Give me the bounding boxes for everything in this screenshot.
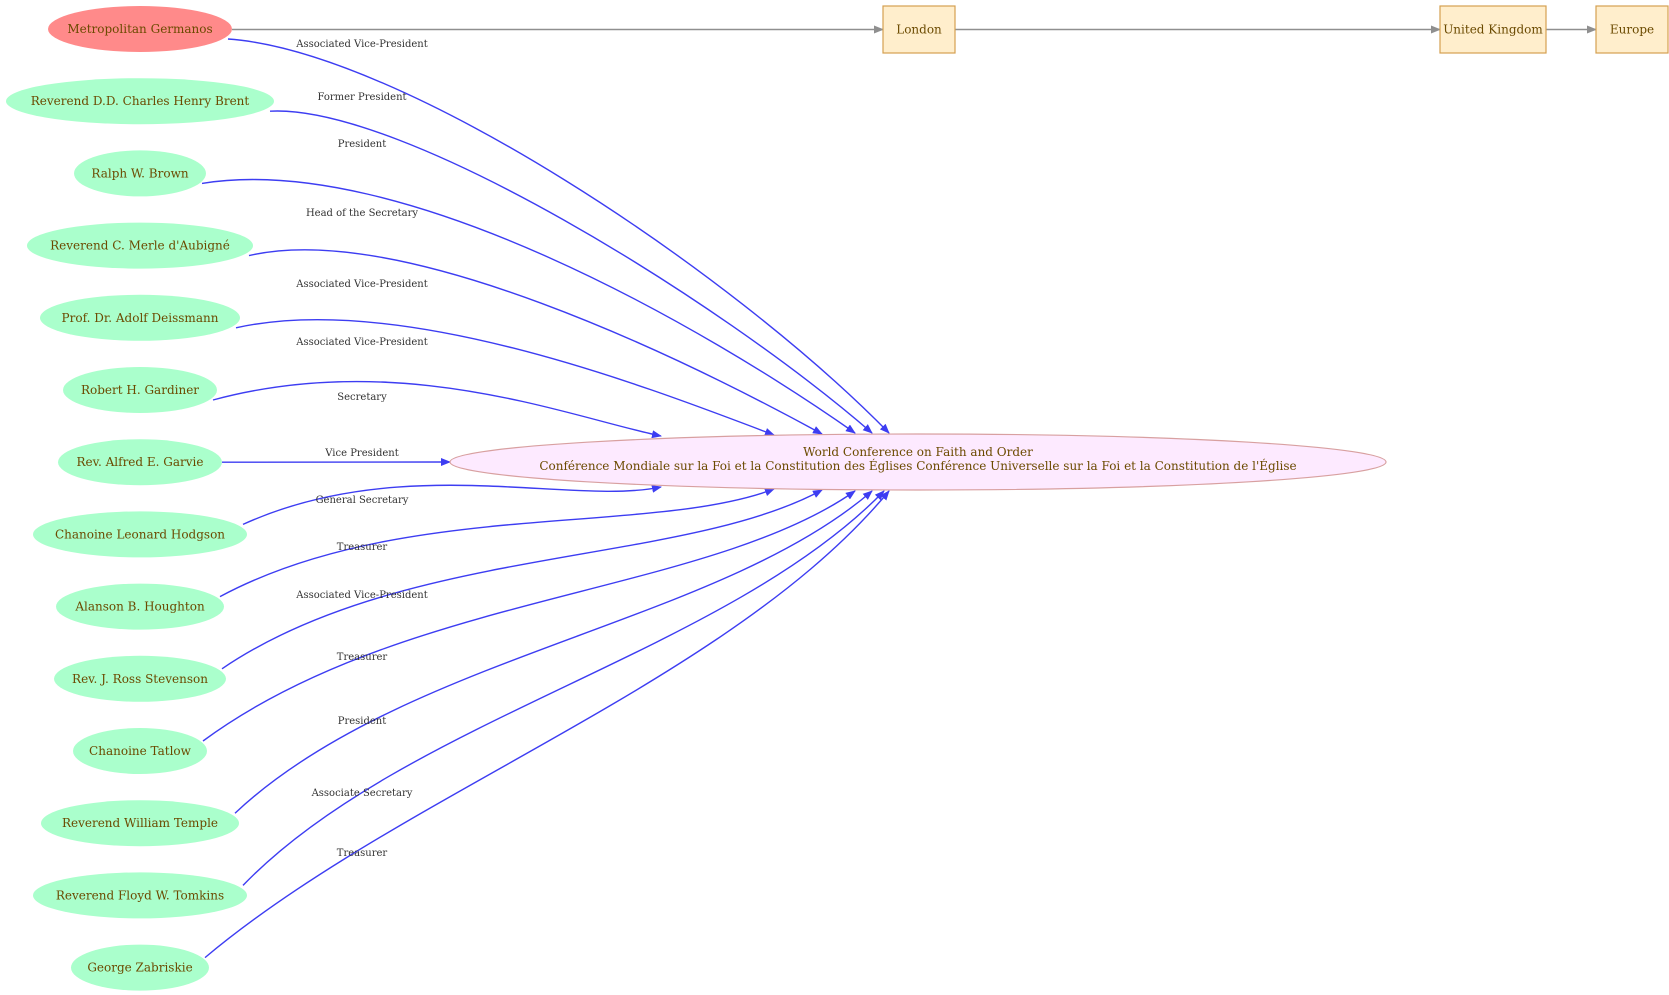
edge-label-chanoine-tatlow: Associated Vice-President [295, 590, 427, 601]
edge-prof-dr-adolf-deissmann [235, 319, 775, 436]
organization-name-line2: Conférence Mondiale sur la Foi et la Con… [539, 458, 1296, 473]
person-node-rev-j-ross-stevenson[interactable]: Rev. J. Ross Stevenson [54, 655, 226, 702]
person-node-reverend-c-merle-d-aubigne[interactable]: Reverend C. Merle d'Aubigné [27, 222, 253, 269]
edge-label-rev-alfred-e-garvie: Secretary [337, 392, 387, 403]
place-box [882, 5, 956, 54]
person-node-george-zabriskie[interactable]: George Zabriskie [71, 944, 209, 991]
person-ellipse [40, 294, 240, 341]
edge-label-robert-h-gardiner: Associated Vice-President [295, 337, 427, 348]
edge-label-reverend-c-merle-d-aubigne: Head of the Secretary [306, 208, 418, 219]
person-node-chanoine-leonard-hodgson[interactable]: Chanoine Leonard Hodgson [33, 511, 247, 558]
person-ellipse [73, 728, 207, 774]
person-node-chanoine-tatlow[interactable]: Chanoine Tatlow [73, 728, 207, 774]
person-ellipse [41, 800, 239, 847]
person-name: George Zabriskie [87, 961, 192, 975]
edge-reverend-c-merle-d-aubigne [248, 249, 823, 435]
person-ellipse [58, 439, 222, 486]
person-name: Reverend Floyd W. Tomkins [56, 888, 224, 902]
organization-node[interactable]: World Conference on Faith and OrderConfé… [449, 433, 1387, 491]
person-ellipse [56, 583, 224, 630]
edge-label-rev-j-ross-stevenson: Treasurer [337, 542, 388, 553]
edge-label-extra: Treasurer [337, 848, 388, 859]
organization-name-line1: World Conference on Faith and Order [803, 445, 1033, 459]
person-node-reverend-d-d-charles-henry-brent[interactable]: Reverend D.D. Charles Henry Brent [6, 78, 274, 125]
edge-label-alanson-b-houghton: General Secretary [316, 495, 409, 506]
edge-metropolitan-germanos [227, 38, 890, 434]
place-node-london[interactable]: London [882, 5, 956, 54]
edge-george-zabriskie [204, 490, 890, 959]
person-node-rev-alfred-e-garvie[interactable]: Rev. Alfred E. Garvie [58, 439, 222, 486]
place-name: United Kingdom [1443, 23, 1543, 37]
person-name: Ralph W. Brown [91, 166, 188, 180]
person-ellipse [33, 872, 247, 919]
place-box [1439, 5, 1547, 54]
edge-chanoine-leonard-hodgson [242, 484, 662, 526]
edge-label-reverend-d-d-charles-henry-brent: Former President [317, 92, 406, 103]
place-box [1595, 5, 1669, 54]
person-name: Metropolitan Germanos [67, 22, 212, 36]
edge-ralph-w-brown [201, 178, 856, 434]
edge-robert-h-gardiner [212, 380, 662, 439]
edge-rev-j-ross-stevenson [221, 489, 823, 670]
person-ellipse [6, 78, 274, 125]
edges-layer [201, 25, 1597, 959]
person-node-reverend-floyd-w-tomkins[interactable]: Reverend Floyd W. Tomkins [33, 872, 247, 919]
person-name: Robert H. Gardiner [81, 383, 199, 397]
edge-chanoine-tatlow [202, 490, 856, 742]
person-ellipse [54, 655, 226, 702]
edge-reverend-floyd-w-tomkins [242, 490, 885, 886]
place-node-europe[interactable]: Europe [1595, 5, 1669, 54]
person-ellipse [74, 150, 206, 197]
edge-label-reverend-floyd-w-tomkins: President [338, 716, 387, 727]
edge-label-ralph-w-brown: President [338, 139, 387, 150]
person-name: Chanoine Leonard Hodgson [55, 527, 225, 541]
edge-label-chanoine-leonard-hodgson: Vice President [324, 448, 398, 459]
place-name: London [896, 23, 942, 37]
person-name: Alanson B. Houghton [74, 600, 205, 614]
edge-reverend-william-temple [234, 490, 873, 814]
edge-alanson-b-houghton [219, 488, 775, 598]
person-name: Prof. Dr. Adolf Deissmann [62, 311, 219, 325]
edge-label-george-zabriskie: Associate Secretary [311, 788, 413, 799]
place-name: Europe [1610, 23, 1654, 37]
person-name: Rev. Alfred E. Garvie [77, 455, 204, 469]
person-node-reverend-william-temple[interactable]: Reverend William Temple [41, 800, 239, 847]
edge-label-prof-dr-adolf-deissmann: Associated Vice-President [295, 279, 427, 290]
person-ellipse [27, 222, 253, 269]
organization-ellipse [449, 433, 1387, 491]
person-node-alanson-b-houghton[interactable]: Alanson B. Houghton [56, 583, 224, 630]
person-node-robert-h-gardiner[interactable]: Robert H. Gardiner [63, 367, 217, 413]
person-name: Rev. J. Ross Stevenson [72, 672, 208, 686]
person-name: Reverend D.D. Charles Henry Brent [31, 94, 250, 108]
person-node-ralph-w-brown[interactable]: Ralph W. Brown [74, 150, 206, 197]
person-ellipse [33, 511, 247, 558]
person-node-prof-dr-adolf-deissmann[interactable]: Prof. Dr. Adolf Deissmann [40, 294, 240, 341]
place-node-united-kingdom[interactable]: United Kingdom [1439, 5, 1547, 54]
edge-label-reverend-william-temple: Treasurer [337, 652, 388, 663]
person-name: Reverend William Temple [62, 816, 218, 830]
person-node-metropolitan-germanos[interactable]: Metropolitan Germanos [48, 6, 232, 52]
person-ellipse [71, 944, 209, 991]
person-name: Reverend C. Merle d'Aubigné [50, 239, 230, 253]
edge-reverend-d-d-charles-henry-brent [269, 110, 873, 434]
person-ellipse [63, 367, 217, 413]
person-name: Chanoine Tatlow [89, 744, 192, 758]
person-ellipse [48, 6, 232, 52]
edge-label-metropolitan-germanos: Associated Vice-President [295, 39, 427, 50]
